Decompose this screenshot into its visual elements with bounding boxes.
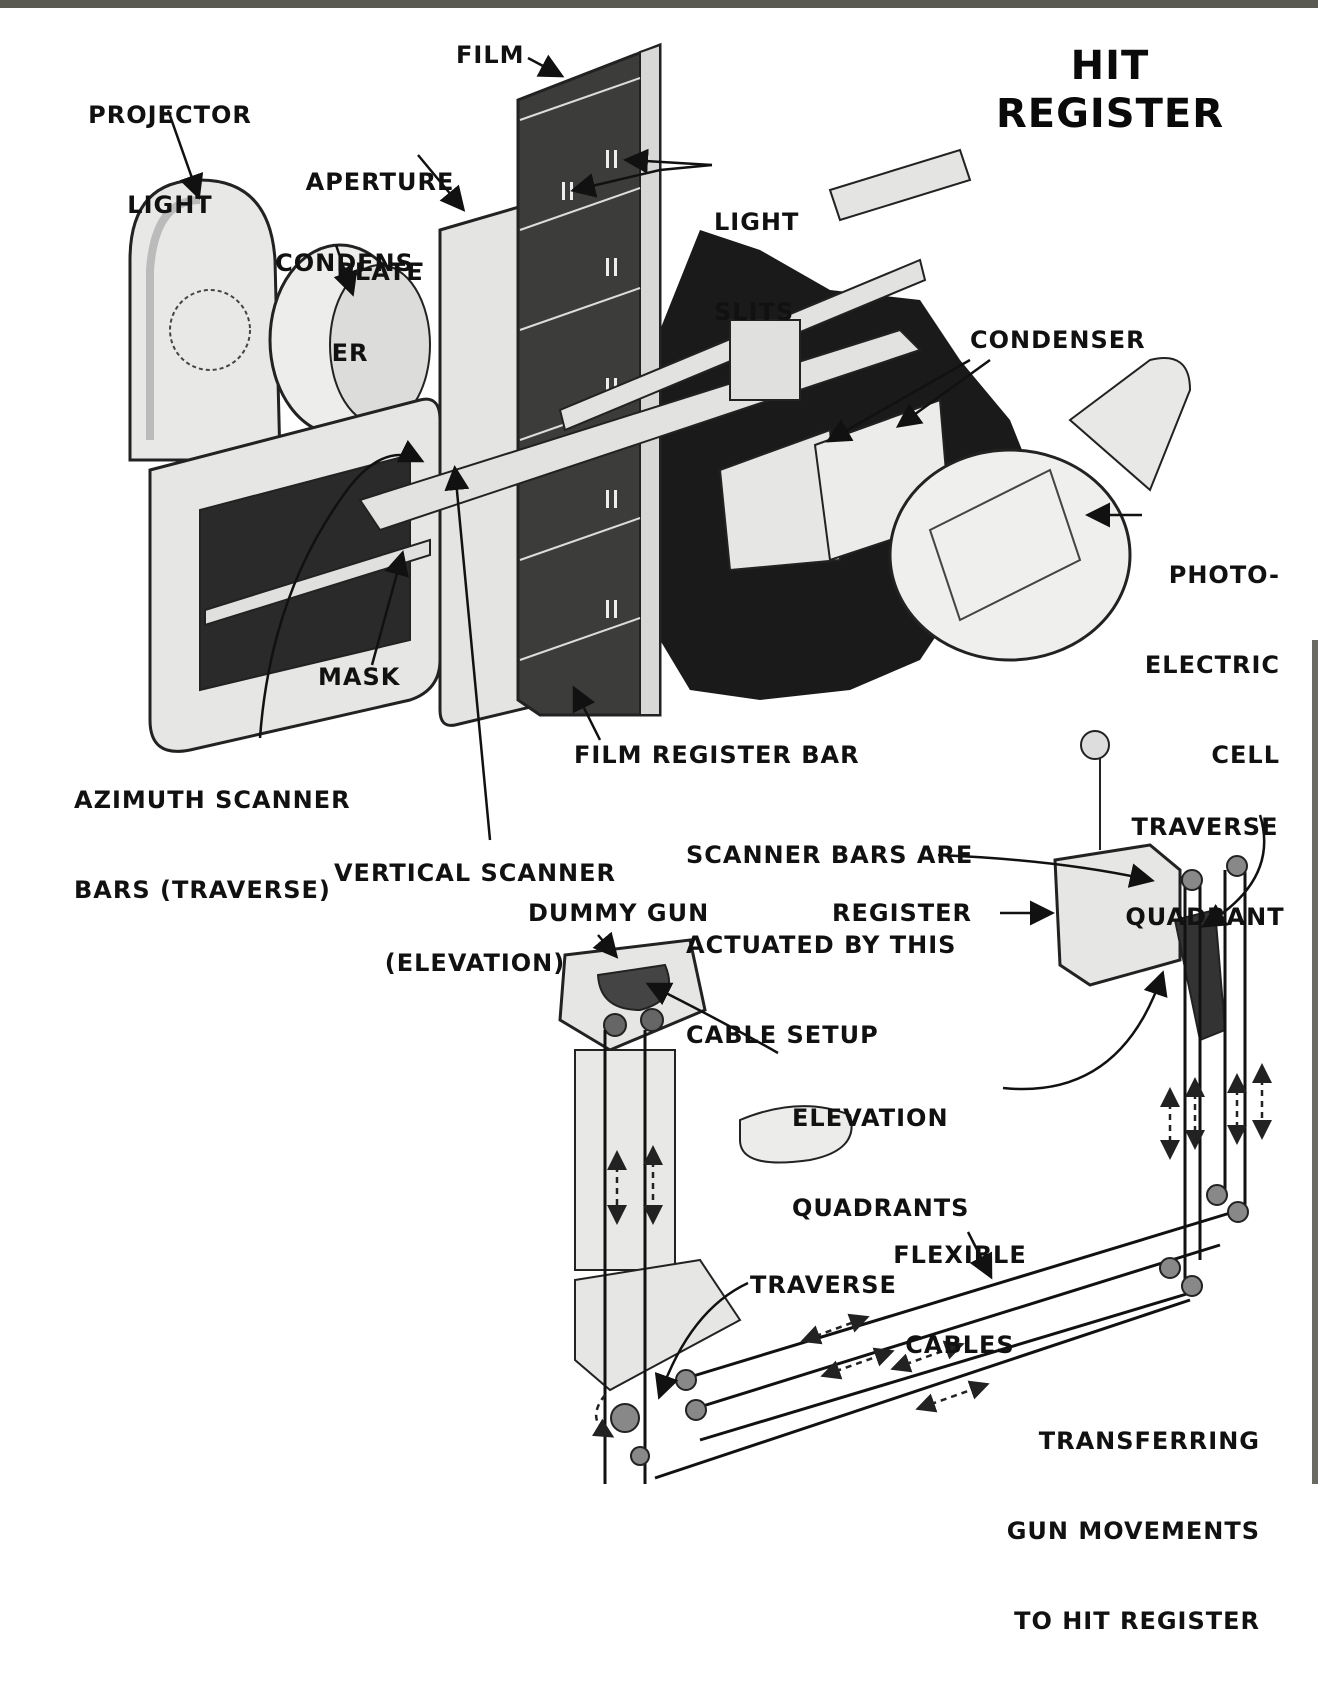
label-line: BARS (TRAVERSE)	[74, 876, 331, 904]
mask-frame	[148, 397, 442, 753]
label-line: TRAVERSE	[1131, 813, 1279, 841]
photo-electric-cell-shape	[888, 357, 1192, 662]
pulleys	[610, 855, 1249, 1466]
label-line: TO HIT REGISTER	[1014, 1607, 1260, 1635]
hit-register-diagram: HIT REGISTER PROJECTOR LIGHT FILM APERTU…	[0, 0, 1318, 1635]
scanner-bars	[358, 148, 972, 532]
label-traverse-quadrant: TRAVERSE QUADRANT	[1120, 752, 1290, 992]
label-vertical-scanner: VERTICAL SCANNER (ELEVATION)	[300, 798, 650, 1038]
motion-arrows	[591, 1063, 1272, 1438]
label-flexible-cables: FLEXIBLE CABLES	[870, 1180, 1050, 1420]
label-line: CABLE SETUP	[686, 1021, 879, 1049]
diagram-title: HIT REGISTER	[960, 42, 1260, 138]
label-line: FLEXIBLE	[893, 1241, 1027, 1269]
label-line: APERTURE	[305, 168, 455, 196]
label-line: SLITS	[714, 298, 795, 326]
label-transferring-gun-movements: TRANSFERRING GUN MOVEMENTS TO HIT REGIST…	[940, 1366, 1260, 1696]
illustration	[128, 42, 1272, 1484]
label-condenser-left: CONDENS- ER	[270, 188, 430, 428]
label-dummy-gun: DUMMY GUN	[528, 899, 710, 927]
label-photo-electric-cell: PHOTO- ELECTRIC CELL	[1120, 500, 1280, 830]
label-line: QUADRANT	[1125, 903, 1285, 931]
label-film: FILM	[456, 41, 525, 69]
label-line: SCANNER BARS ARE	[686, 841, 974, 869]
label-azimuth-scanner-bars: AZIMUTH SCANNER BARS (TRAVERSE)	[74, 725, 351, 965]
label-line: PLATE	[336, 258, 424, 286]
label-line: ELEVATION	[792, 1104, 949, 1132]
page-edge-top	[0, 0, 1318, 8]
condenser-lens-left	[268, 243, 431, 437]
title-line-2: REGISTER	[995, 91, 1225, 137]
label-line: LIGHT	[714, 208, 800, 236]
label-traverse: TRAVERSE	[750, 1271, 897, 1299]
label-scanner-bars-actuated: SCANNER BARS ARE ACTUATED BY THIS CABLE …	[686, 780, 973, 1110]
label-line: PROJECTOR	[88, 101, 252, 129]
label-mask: MASK	[318, 663, 401, 691]
label-elevation-quadrants: ELEVATION QUADRANTS	[792, 1043, 969, 1283]
label-line: CELL	[1211, 741, 1280, 769]
page-edge-right	[1312, 640, 1318, 1484]
label-line: LIGHT	[127, 191, 213, 219]
label-line: TRANSFERRING	[1038, 1427, 1260, 1455]
label-aperture-plate: APERTURE PLATE	[290, 107, 470, 347]
lower-leaders	[592, 814, 1266, 1400]
label-line: (ELEVATION)	[384, 949, 566, 977]
label-line: AZIMUTH SCANNER	[74, 786, 351, 814]
title-line-1: HIT	[1070, 43, 1150, 89]
label-line: CONDENS-	[275, 249, 425, 277]
label-line: GUN MOVEMENTS	[1006, 1517, 1260, 1545]
upper-leaders	[166, 54, 1142, 841]
label-line: CABLES	[905, 1331, 1015, 1359]
label-line: ER	[331, 339, 369, 367]
label-register: REGISTER	[832, 899, 973, 927]
label-line: ACTUATED BY THIS	[686, 931, 957, 959]
label-line: ELECTRIC	[1144, 651, 1280, 679]
label-line: VERTICAL SCANNER	[333, 859, 617, 887]
label-film-register-bar: FILM REGISTER BAR	[574, 741, 860, 769]
label-line: QUADRANTS	[792, 1194, 970, 1222]
label-condenser-right: CONDENSER	[970, 326, 1146, 354]
label-projector-light: PROJECTOR LIGHT	[60, 40, 280, 280]
label-line: PHOTO-	[1168, 561, 1280, 589]
dummy-gun-shape	[558, 938, 853, 1392]
label-light-slits: LIGHT SLITS	[714, 147, 799, 387]
